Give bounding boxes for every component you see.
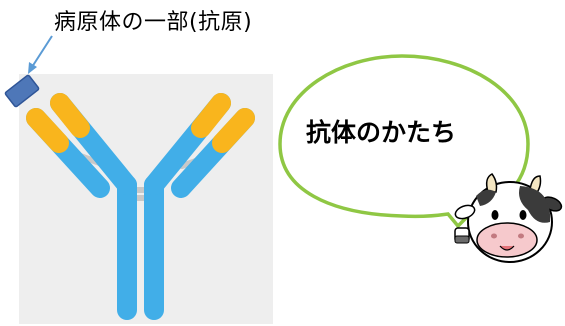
pointer-arrow	[28, 35, 53, 74]
variable-region-heavy-right	[191, 93, 231, 138]
variable-region-light-right	[212, 108, 255, 153]
variable-region-light-left	[26, 108, 69, 153]
antigen-fragment-icon	[4, 74, 40, 108]
variable-region-heavy-left	[50, 93, 90, 138]
antigen-label: 病原体の一部(抗原)	[54, 10, 253, 35]
antibody-y-shape-icon	[26, 93, 255, 320]
cow-face-icon	[454, 173, 563, 263]
speech-bubble-text: 抗体のかたち	[306, 118, 457, 147]
